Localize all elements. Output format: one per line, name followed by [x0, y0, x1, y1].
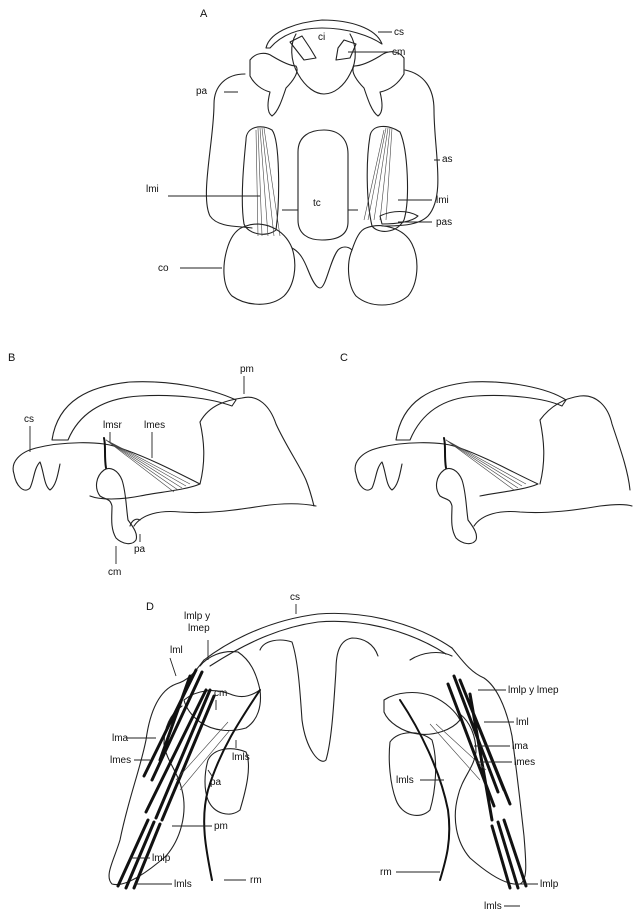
panel-b-lmsr-muscle — [104, 438, 106, 468]
panel-c-letter: C — [340, 352, 348, 364]
panel-a-label-cm: cm — [392, 47, 405, 58]
panel-b-label-cm: cm — [108, 567, 121, 578]
panel-d-label-lmes-right: lmes — [514, 757, 535, 768]
panel-a-coxa-left — [224, 224, 295, 304]
panel-b-letter: B — [8, 352, 15, 364]
panel-b-pm-lobe — [200, 397, 314, 506]
panel-b-label-cs: cs — [24, 414, 34, 425]
panel-d-label-lmls-bottom-left: lmls — [174, 879, 192, 890]
panel-d-label-lml-right: lml — [516, 717, 529, 728]
panel-d-label-lml-left: lml — [170, 645, 183, 656]
panel-d-label-lmlp-right: lmlp — [540, 879, 559, 890]
panel-a-label-tc: tc — [313, 198, 321, 209]
panel-a-coxa-right — [349, 226, 417, 305]
panel-a: A cs ci cm pa as lmi tc — [146, 8, 453, 305]
panel-a-label-pas: pas — [436, 217, 452, 228]
panel-d-label-rm-left: rm — [250, 875, 262, 886]
panel-b-cm-hook — [97, 468, 137, 543]
panel-d-right-cm — [384, 693, 460, 735]
panel-d-label-pm: pm — [214, 821, 228, 832]
panel-d-label-lmlp-lmep-right: lmlp y lmep — [508, 685, 559, 696]
panel-c-dorsal-arch — [396, 382, 566, 440]
panel-c-pm-lobe — [540, 396, 630, 490]
panel-a-left-window — [242, 127, 278, 234]
panel-d-right-rm — [400, 700, 449, 880]
panel-d-label-pa: pa — [210, 777, 222, 788]
panel-a-label-pa: pa — [196, 86, 208, 97]
panel-c-lmes-fibres — [446, 440, 526, 490]
panel-d-left-lobe — [200, 652, 260, 690]
panel-a-central-notch — [292, 247, 352, 288]
panel-d-label-lma-right: lma — [512, 741, 529, 752]
panel-a-label-lmi-left: lmi — [146, 184, 159, 195]
panel-d-label-lmls-right: lmls — [396, 775, 414, 786]
panel-a-ci-right — [336, 40, 356, 60]
panel-b-lmes-fibres — [106, 440, 190, 492]
panel-a-letter: A — [200, 8, 208, 20]
panel-a-ci-left — [290, 36, 316, 60]
panel-d-right-lobe — [410, 653, 452, 660]
panel-d-label-lma-left: lma — [112, 733, 129, 744]
panel-d-letter: D — [146, 601, 154, 613]
panel-a-central-head — [292, 34, 356, 94]
panel-a-label-cs: cs — [394, 27, 404, 38]
panel-b-body — [134, 422, 316, 526]
panel-d-label-lmlp-left: lmlp — [152, 853, 171, 864]
panel-c-lmsr-muscle — [444, 438, 446, 468]
panel-d-left-muscles — [144, 670, 214, 820]
panel-b-label-lmsr: lmsr — [103, 420, 123, 431]
panel-c-cm-hook — [437, 468, 477, 543]
panel-d-label-lmls-left: lmls — [232, 752, 250, 763]
panel-c-body — [474, 420, 632, 526]
panel-a-label-lmi-right: lmi — [436, 195, 449, 206]
panel-d-label-cs: cs — [290, 592, 300, 603]
panel-d-label-lmlp-lmep-l2: lmep — [188, 623, 210, 634]
panel-d: D cs lmlp y lmep lml cm lma lmes lmls — [109, 592, 559, 912]
panel-c-side-plate — [355, 443, 538, 496]
panel-d-label-lmls-bottom-right: lmls — [484, 901, 502, 912]
panel-d-label-lmlp-lmep-l1: lmlp y — [184, 611, 210, 622]
panel-d-central-pillars — [260, 638, 378, 761]
panel-a-tc-plate — [298, 130, 348, 240]
panel-b: B pm cs lmsr lmes cm pa — [8, 352, 316, 578]
panel-b-side-notch-1 — [14, 462, 60, 490]
panel-a-label-as: as — [442, 154, 453, 165]
panel-a-cm-left — [250, 53, 297, 116]
panel-b-label-pm: pm — [240, 364, 254, 375]
panel-c-side-notch — [356, 462, 402, 490]
panel-b-label-lmes: lmes — [144, 420, 165, 431]
panel-a-label-co: co — [158, 263, 169, 274]
panel-d-label-rm-right: rm — [380, 867, 392, 878]
panel-d-label-lmes-left: lmes — [110, 755, 131, 766]
panel-a-label-ci: ci — [318, 32, 325, 43]
panel-b-label-pa: pa — [134, 544, 146, 555]
panel-d-label-cm: cm — [214, 688, 227, 699]
panel-a-lmi-right-fibres — [364, 128, 392, 220]
panel-d-cs-arch — [204, 613, 452, 666]
panel-c: C — [340, 352, 632, 544]
panel-a-cm-right — [353, 52, 404, 116]
panel-a-leaders — [168, 32, 440, 268]
